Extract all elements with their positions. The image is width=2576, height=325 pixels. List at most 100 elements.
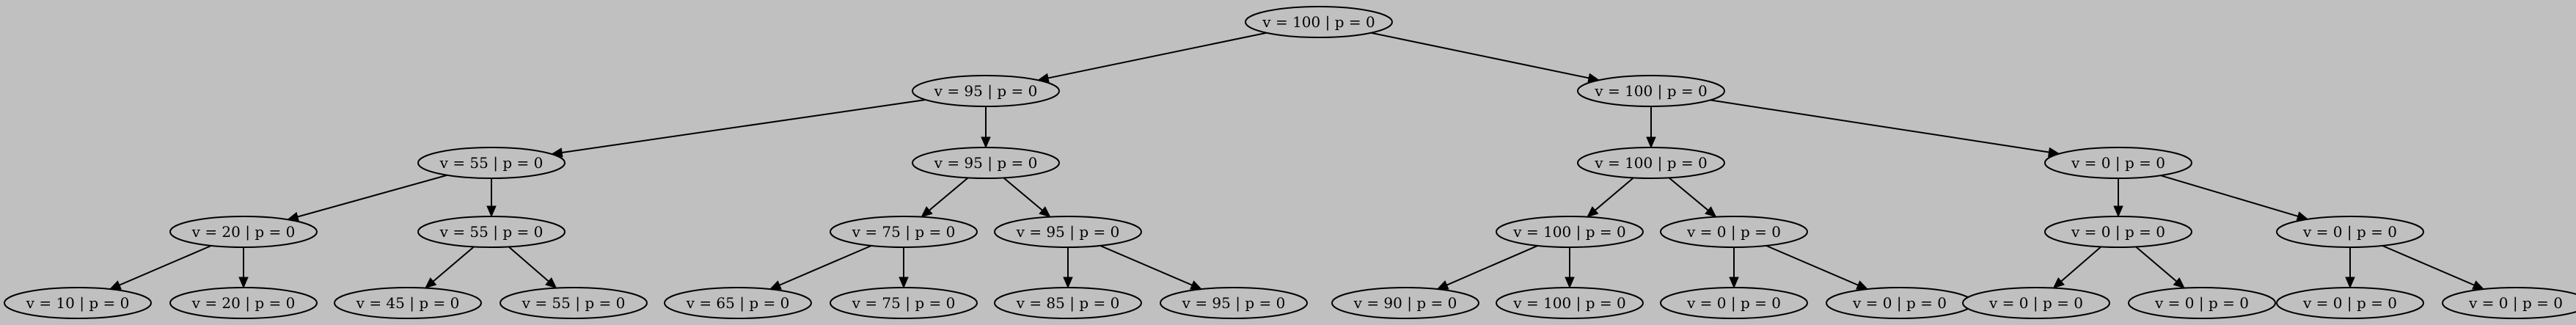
node-ellipse [2044,216,2192,248]
node-label: v = 100 | p = 0 [1594,82,1707,101]
node-ellipse [2442,287,2576,319]
node-layer: v = 100 | p = 0 v = 95 | p = 0 v = 100 | p… [4,6,2576,319]
arrowhead-icon [238,277,249,289]
tree-node: v = 0 | p = 0 [2276,216,2424,248]
tree-edge [2135,246,2186,289]
node-ellipse [2276,216,2424,248]
node-ellipse [1160,287,1308,319]
node-label: v = 100 | p = 0 [1512,294,1625,313]
tree-node: v = 100 | p = 0 [1245,6,1393,38]
tree-node: v = 55 | p = 0 [417,216,566,248]
tree-edge [1099,244,1203,290]
node-ellipse [912,147,1060,179]
tree-edge [238,247,249,289]
tree-node: v = 0 | p = 0 [1826,287,1974,319]
node-ellipse [830,287,978,319]
arrowhead-icon [486,205,497,218]
tree-edge [2160,175,2309,222]
tree-edge [769,244,872,290]
node-ellipse [417,147,566,179]
arrowhead-icon [2113,205,2123,218]
tree-edge [1565,247,1575,289]
node-ellipse [830,216,978,248]
tree-node: v = 45 | p = 0 [334,287,482,319]
edge-line [2160,175,2299,217]
node-label: v = 10 | p = 0 [26,294,130,313]
tree-edge [2345,247,2355,289]
node-ellipse [2128,287,2276,319]
node-ellipse [169,216,318,248]
edge-line [1765,244,1859,286]
tree-node: v = 20 | p = 0 [169,287,318,319]
tree-node: v = 0 | p = 0 [2128,287,2276,319]
tree-node: v = 75 | p = 0 [830,287,978,319]
node-label: v = 0 | p = 0 [1686,223,1781,241]
arrowhead-icon [1729,277,1739,289]
node-label: v = 45 | p = 0 [356,294,460,313]
arrowhead-icon [981,136,991,149]
node-label: v = 0 | p = 0 [2468,294,2563,313]
tree-edge [109,244,212,290]
edge-line [1446,244,1538,286]
node-ellipse [994,287,1142,319]
node-label: v = 100 | p = 0 [1512,223,1625,241]
node-ellipse [1660,216,1808,248]
node-ellipse [2276,287,2424,319]
node-ellipse [2044,147,2192,179]
tree-node: v = 75 | p = 0 [830,216,978,248]
node-ellipse [500,287,648,319]
edge-line [1099,244,1193,286]
node-label: v = 0 | p = 0 [1852,294,1947,313]
arrowhead-icon [1039,206,1051,218]
arrowhead-icon [1587,206,1599,218]
node-ellipse [334,287,482,319]
node-ellipse [417,216,566,248]
node-label: v = 55 | p = 0 [522,294,626,313]
tree-edge [921,177,969,218]
tree-edge [1003,177,1051,218]
node-label: v = 75 | p = 0 [852,223,956,241]
node-ellipse [1577,75,1725,107]
edge-line [2382,244,2475,286]
edge-line [2060,246,2102,282]
node-label: v = 0 | p = 0 [2302,223,2397,241]
tree-edge [2113,178,2123,218]
node-label: v = 100 | p = 0 [1262,13,1375,32]
tree-edge [424,246,475,289]
tree-node: v = 55 | p = 0 [417,147,566,179]
tree-node: v = 0 | p = 0 [1660,216,1808,248]
tree-edge [287,174,448,222]
node-label: v = 0 | p = 0 [2071,223,2165,241]
arrowhead-icon [1063,277,1073,289]
node-label: v = 55 | p = 0 [439,223,544,241]
arrowhead-icon [1705,206,1717,218]
tree-node: v = 55 | p = 0 [500,287,648,319]
node-ellipse [1660,287,1808,319]
tree-node: v = 0 | p = 0 [2044,216,2192,248]
edge-line [119,244,212,286]
node-label: v = 0 | p = 0 [2154,294,2249,313]
edge-line [1370,32,1589,79]
tree-node: v = 10 | p = 0 [4,287,152,319]
node-label: v = 95 | p = 0 [934,154,1038,172]
arrowhead-icon [921,206,933,218]
node-ellipse [1331,287,1479,319]
node-label: v = 0 | p = 0 [1686,294,1781,313]
arrowhead-icon [2173,277,2186,289]
node-ellipse [1962,287,2110,319]
node-ellipse [1496,216,1644,248]
tree-node: v = 100 | p = 0 [1496,287,1644,319]
node-ellipse [1496,287,1644,319]
node-label: v = 95 | p = 0 [934,82,1038,101]
node-ellipse [1577,147,1725,179]
tree-edge [1587,177,1634,218]
tree-node: v = 95 | p = 0 [912,75,1060,107]
edge-line [561,98,926,154]
edge-line [1710,99,2049,153]
tree-node: v = 0 | p = 0 [2442,287,2576,319]
node-label: v = 85 | p = 0 [1016,294,1120,313]
tree-edge [508,246,557,289]
edge-line [2135,246,2178,282]
edge-line [1595,177,1634,211]
tree-edge [1668,177,1717,218]
